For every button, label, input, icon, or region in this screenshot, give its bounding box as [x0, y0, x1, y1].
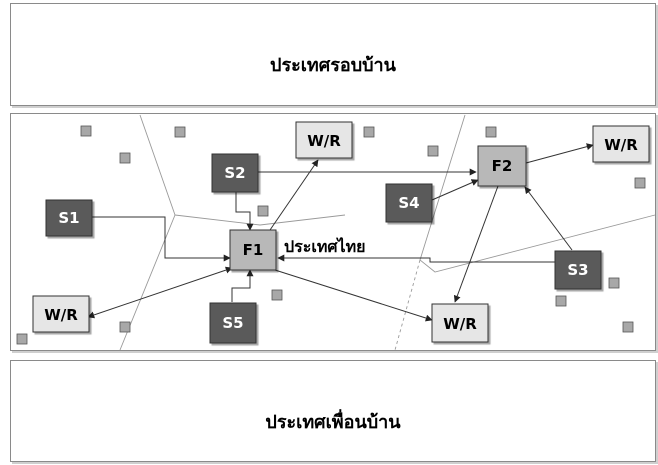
small-square [622, 321, 634, 333]
node-s1-label: S1 [58, 209, 79, 227]
node-s2: S2 [211, 153, 259, 193]
boundary-low [394, 259, 421, 351]
connector-f1-wr-top [269, 159, 319, 231]
small-square [80, 125, 92, 137]
small-squares [16, 125, 646, 345]
node-s2-label: S2 [224, 164, 245, 182]
node-wr-bottom-left-label: W/R [44, 306, 78, 324]
small-square [119, 152, 131, 164]
middle-region-label: ประเทศไทย [284, 237, 365, 256]
small-square [271, 289, 283, 301]
node-s5-label: S5 [222, 314, 243, 332]
small-square [485, 126, 497, 138]
small-square [363, 126, 375, 138]
connector-s2-f1 [235, 192, 254, 231]
small-square [119, 321, 131, 333]
small-square [257, 205, 269, 217]
connectors [87, 143, 594, 322]
node-wr-top-center-label: W/R [307, 132, 341, 150]
node-s3: S3 [554, 250, 602, 290]
small-square [634, 177, 646, 189]
warehouses: W/R W/R W/R W/R [32, 121, 650, 343]
node-wr-bottom-center: W/R [431, 303, 489, 343]
connector-s3-f2 [524, 186, 573, 251]
node-wr-top-right-label: W/R [604, 136, 638, 154]
node-s5: S5 [209, 302, 257, 344]
small-square [174, 126, 186, 138]
boundary-center [174, 214, 346, 226]
boundary-right [419, 114, 656, 273]
node-f2: F2 [477, 145, 527, 187]
bottom-region-box: ประเทศเพื่อนบ้าน [10, 360, 656, 462]
node-s4-label: S4 [398, 194, 419, 212]
connector-f1-wr-center [274, 269, 433, 322]
node-wr-bottom-center-label: W/R [443, 315, 477, 333]
node-f1: F1 [229, 229, 277, 271]
node-s1: S1 [45, 199, 93, 237]
connector-s5-f1 [231, 269, 254, 302]
facilities: F1 F2 [229, 145, 527, 271]
connector-f2-wr-center [453, 185, 499, 303]
connector-s4-f2 [431, 179, 479, 201]
node-wr-bottom-left: W/R [32, 295, 90, 333]
node-f1-label: F1 [243, 241, 264, 259]
boundary-left [119, 114, 176, 351]
connector-s1-f1 [92, 216, 231, 262]
small-square [555, 295, 567, 307]
node-wr-top-right: W/R [592, 125, 650, 163]
bottom-region-label: ประเทศเพื่อนบ้าน [265, 412, 401, 433]
node-s3-label: S3 [567, 261, 588, 279]
top-region-box: ประเทศรอบบ้าน [10, 3, 656, 106]
small-square [608, 277, 620, 289]
node-f2-label: F2 [492, 157, 513, 175]
connector-f2-wr-right [525, 143, 594, 164]
connector-f1-wr-left [87, 266, 233, 319]
connector-s3-f1 [277, 254, 555, 263]
top-region-label: ประเทศรอบบ้าน [270, 55, 396, 76]
node-s4: S4 [385, 183, 433, 223]
node-wr-top-center: W/R [295, 121, 353, 159]
small-square [427, 145, 439, 157]
small-square [16, 333, 28, 345]
suppliers: S1 S2 S3 S4 S5 [45, 153, 602, 344]
